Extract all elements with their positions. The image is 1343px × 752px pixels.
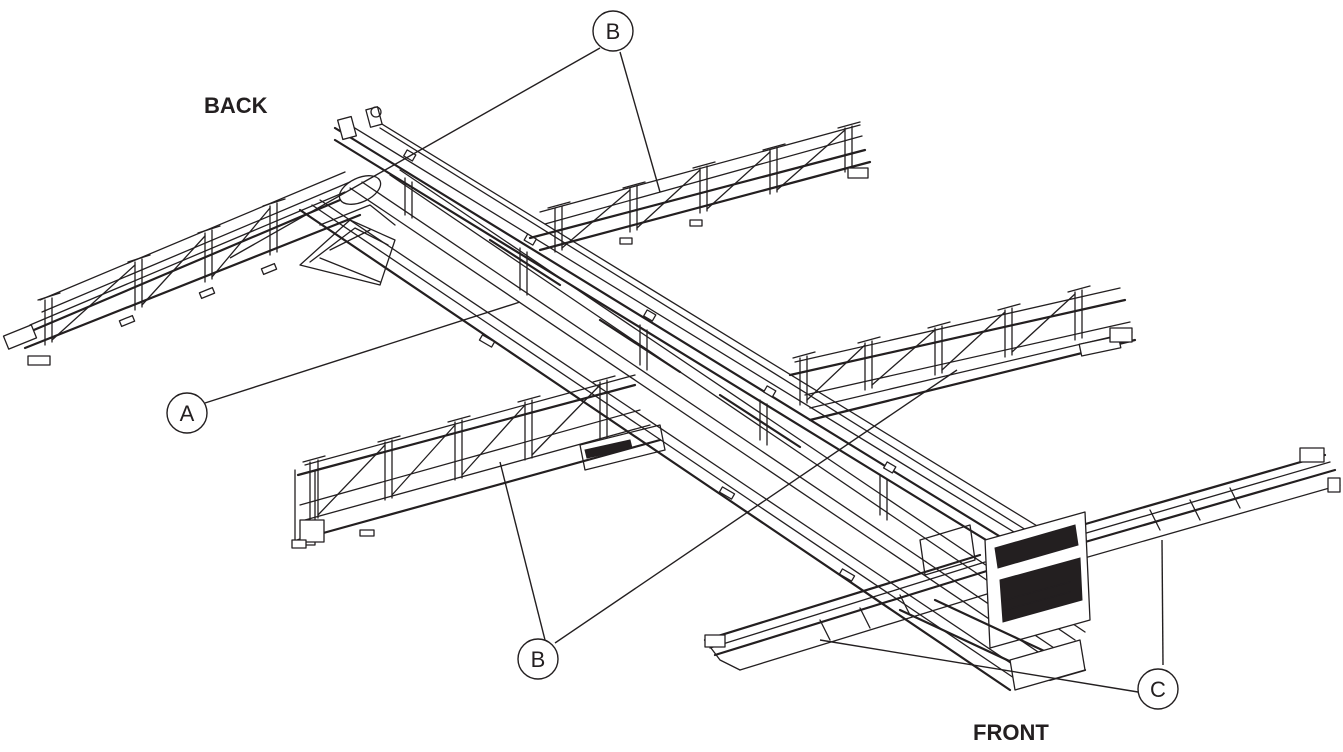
back-right-arm	[528, 121, 872, 253]
callout-b-bottom-label: B	[531, 647, 546, 672]
front-right-arm	[788, 285, 1137, 422]
callout-leaders	[204, 47, 1164, 693]
callout-b-bottom: B	[517, 638, 559, 680]
front-fork-assembly	[703, 447, 1341, 691]
main-rail-assembly	[298, 106, 1086, 692]
front-left-arm	[291, 374, 666, 549]
callout-c: C	[1137, 668, 1179, 710]
callout-c-label: C	[1150, 677, 1166, 702]
back-label: BACK	[204, 93, 268, 118]
callout-a-label: A	[180, 401, 195, 426]
callout-b-top-label: B	[606, 19, 621, 44]
callout-a: A	[166, 392, 208, 434]
front-label: FRONT	[973, 720, 1049, 745]
callout-b-top: B	[592, 10, 634, 52]
back-left-arm	[2, 171, 396, 366]
